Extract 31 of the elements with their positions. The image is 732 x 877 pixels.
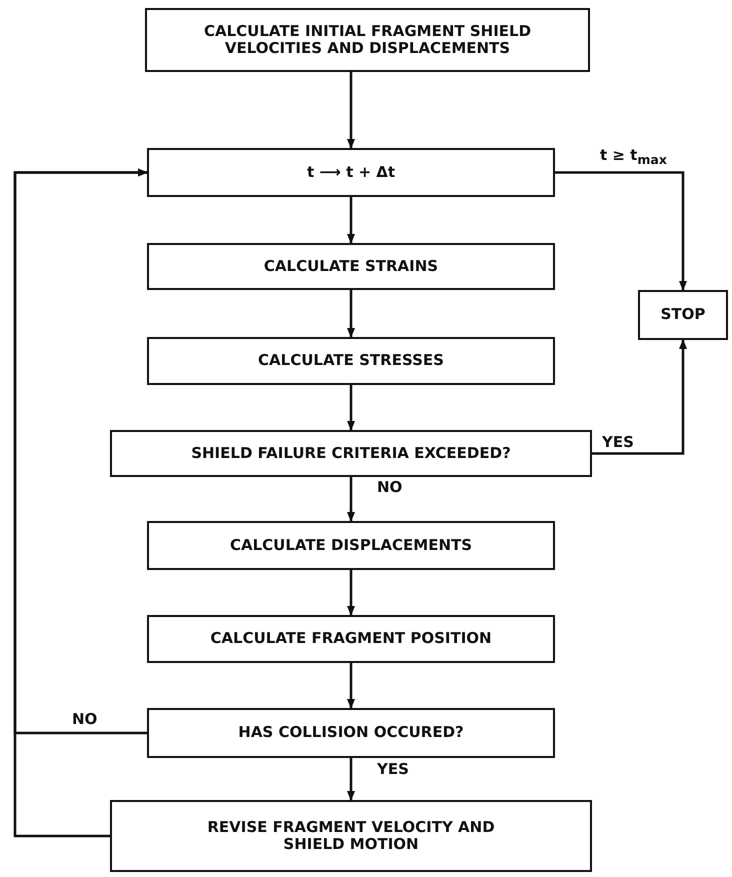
arrow <box>347 385 355 431</box>
process-box <box>147 521 555 570</box>
arrow <box>347 663 355 709</box>
arrow <box>347 758 355 801</box>
process-box <box>110 430 592 477</box>
process-box <box>638 290 728 340</box>
arrow <box>14 168 148 838</box>
box-text: HAS COLLISION OCCURED? <box>237 724 465 742</box>
box-text: t ⟶ t + Δt <box>306 164 396 182</box>
arrow <box>592 339 687 455</box>
box-text: STOP <box>660 306 706 324</box>
box-text: CALCULATE STRESSES <box>257 352 445 370</box>
process-box <box>145 8 590 72</box>
arrow <box>347 72 355 149</box>
process-box <box>147 148 555 197</box>
process-box <box>110 800 592 872</box>
box-text: CALCULATE INITIAL FRAGMENT SHIELD VELOCITIES AND DISPLACEMENTS <box>202 22 532 58</box>
process-box <box>147 243 555 290</box>
box-text: CALCULATE STRAINS <box>262 258 440 276</box>
box-text: REVISE FRAGMENT VELOCITY AND SHIELD MOTION <box>206 818 496 854</box>
process-box <box>147 337 555 385</box>
arrow <box>347 570 355 616</box>
arrow <box>347 477 355 522</box>
box-text: CALCULATE FRAGMENT POSITION <box>209 630 493 648</box>
arrow <box>555 171 687 291</box>
arrow <box>347 197 355 244</box>
process-box <box>147 615 555 663</box>
box-text: CALCULATE DISPLACEMENTS <box>228 536 474 554</box>
process-box <box>147 708 555 758</box>
arrow <box>347 290 355 338</box>
box-text: SHIELD FAILURE CRITERIA EXCEEDED? <box>190 444 512 462</box>
